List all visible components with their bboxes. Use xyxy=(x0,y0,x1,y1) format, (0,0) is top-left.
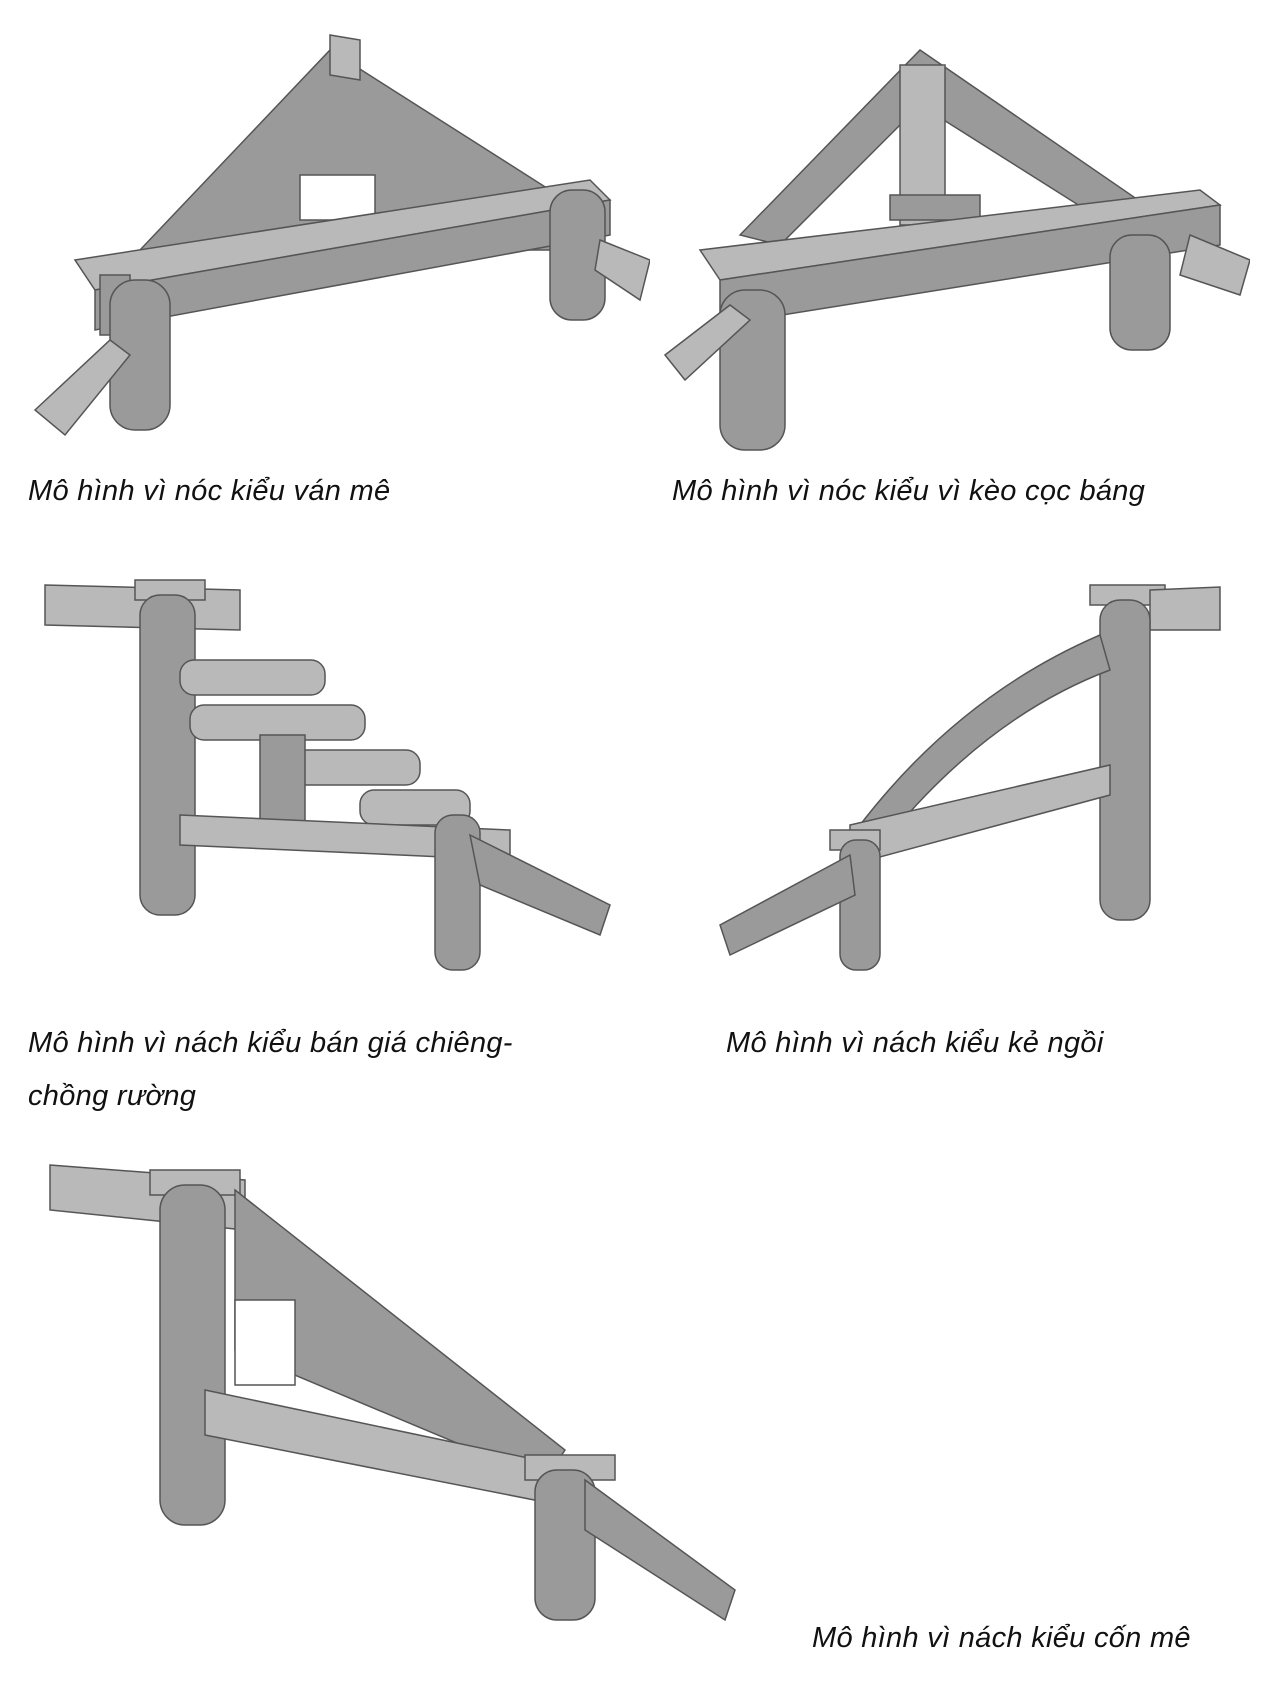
side-truss-ke-ngoi-model xyxy=(719,584,1221,971)
figure-caption: Mô hình vì nóc kiểu vì kèo cọc báng xyxy=(672,475,1146,507)
figure-caption: Mô hình vì nách kiểu cốn mê xyxy=(812,1622,1191,1654)
side-truss-ban-gia-chieng-model xyxy=(44,579,611,971)
side-truss-con-me-model xyxy=(49,1164,736,1622)
figure-caption: Mô hình vì nách kiểu bán giá chiêng- xyxy=(28,1027,513,1059)
roof-truss-van-me-model xyxy=(33,34,650,437)
figure-caption: chồng rường xyxy=(28,1080,197,1112)
figure-caption: Mô hình vì nách kiểu kẻ ngồi xyxy=(726,1027,1104,1059)
figure-caption: Mô hình vì nóc kiểu ván mê xyxy=(28,475,391,507)
roof-truss-keo-coc-bang-model xyxy=(663,49,1250,451)
